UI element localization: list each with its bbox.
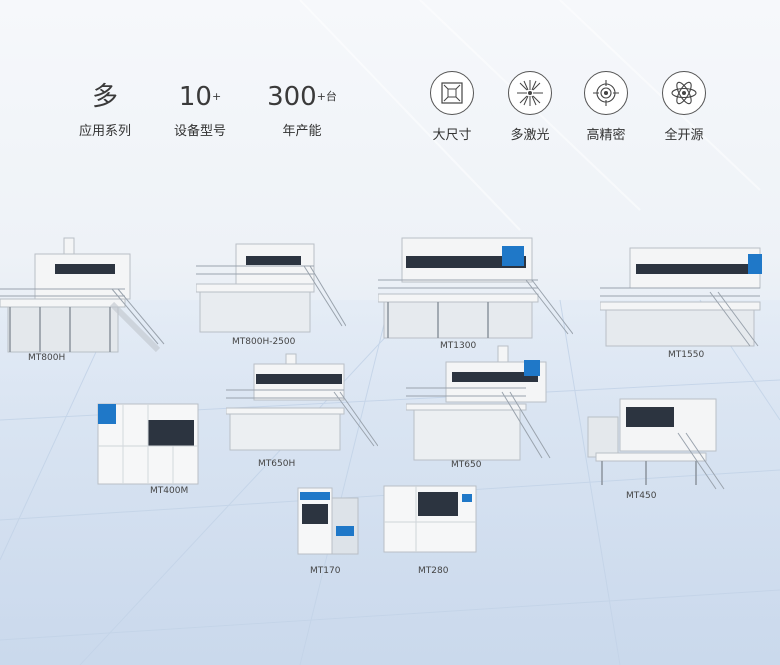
machine-mt650 [406, 345, 551, 461]
feature-label: 全开源 [664, 128, 704, 143]
feature-label: 高精密 [586, 128, 626, 143]
stat-sup: +台 [316, 90, 337, 103]
machine-mt280 [383, 485, 477, 553]
expand-square-icon [430, 71, 474, 115]
machine-label: MT800H [28, 353, 66, 363]
machine-label: MT1550 [668, 350, 705, 360]
precision-target-icon [584, 71, 628, 115]
machine-mt450 [587, 398, 725, 490]
stat-models: 10+ 设备型号 [165, 82, 235, 139]
stat-value: 300 [267, 82, 317, 112]
machine-mt650h [226, 353, 378, 451]
machine-label: MT1300 [440, 341, 477, 351]
stat-label: 设备型号 [173, 124, 226, 139]
machine-label: MT800H-2500 [232, 337, 296, 347]
stat-sup: + [211, 90, 222, 103]
feature-large-size: 大尺寸 [422, 71, 482, 143]
machine-mt800h [0, 237, 165, 353]
machine-label: MT650 [451, 460, 482, 470]
machine-label: MT650H [258, 459, 296, 469]
stat-label: 年产能 [282, 124, 322, 139]
stat-series: 多 应用系列 [70, 82, 140, 139]
feature-label: 多激光 [510, 128, 550, 143]
machine-mt800h-2500 [196, 243, 346, 333]
machine-label: MT170 [310, 566, 341, 576]
stat-label: 应用系列 [78, 124, 131, 139]
feature-precision: 高精密 [576, 71, 636, 143]
machine-mt1300 [378, 237, 573, 339]
stat-value: 10 [178, 82, 212, 112]
stat-capacity: 300+台 年产能 [262, 82, 342, 139]
machine-mt170 [297, 487, 359, 555]
feature-open-source: 全开源 [654, 71, 714, 143]
feature-label: 大尺寸 [432, 128, 472, 143]
machine-label: MT400M [150, 486, 189, 496]
stat-value: 多 [91, 82, 118, 112]
machine-label: MT450 [626, 491, 657, 501]
atom-icon [662, 71, 706, 115]
machine-mt400m [97, 403, 199, 485]
laser-burst-icon [508, 71, 552, 115]
feature-multi-laser: 多激光 [500, 71, 560, 143]
machine-label: MT280 [418, 566, 449, 576]
machine-mt1550 [600, 247, 762, 347]
